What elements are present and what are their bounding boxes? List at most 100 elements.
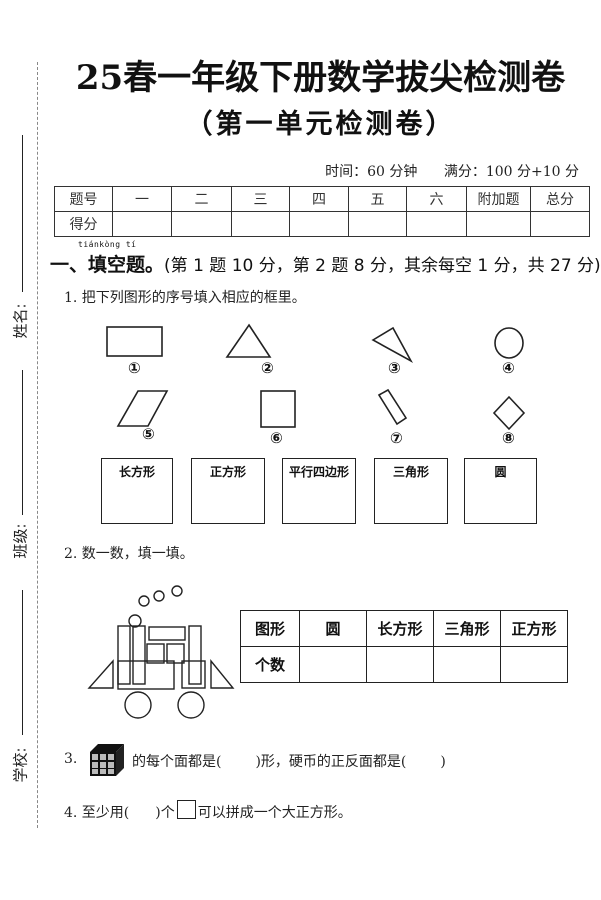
train-square <box>181 660 206 689</box>
smoke-circle <box>171 585 183 597</box>
count-header-cell: 圆 <box>299 610 367 647</box>
smoke-circle <box>153 590 165 602</box>
shape-square <box>260 390 296 428</box>
train-rect <box>148 626 186 641</box>
train-rect <box>188 625 202 685</box>
category-label: 正方形 <box>209 465 246 479</box>
q3-text: 的每个面都是( )形，硬币的正反面都是() <box>132 751 446 771</box>
score-header-cell: 一 <box>112 186 172 212</box>
q1-shapes-figure <box>106 323 526 431</box>
section-title: 填空题。 <box>88 254 165 276</box>
score-header-cell: 题号 <box>54 186 113 212</box>
wheel-circle <box>124 691 152 719</box>
train-square <box>166 643 185 664</box>
count-row-label: 个数 <box>240 646 300 683</box>
category-box-circle[interactable]: 圆 <box>464 458 537 524</box>
category-box-triangle[interactable]: 三角形 <box>374 458 448 524</box>
shape-circle <box>494 327 524 359</box>
score-header-cell: 二 <box>171 186 232 212</box>
category-box-parallelogram[interactable]: 平行四边形 <box>282 458 356 524</box>
score-table-header-row: 题号 一 二 三 四 五 六 附加题 总分 <box>54 186 590 212</box>
cut-line <box>37 62 38 828</box>
shape-tilted-rectangle <box>377 388 408 426</box>
train-rect <box>132 625 146 685</box>
q3-text-a: 的每个面都是( <box>132 754 222 770</box>
full-score: 满分：100 分+10 分 <box>443 164 579 180</box>
time-limit: 时间：60 分钟 <box>325 164 418 180</box>
class-label: 班级: <box>11 523 30 559</box>
train-rect <box>117 625 131 685</box>
count-cell[interactable] <box>433 646 501 683</box>
category-label: 三角形 <box>392 465 429 479</box>
count-cell[interactable] <box>366 646 434 683</box>
count-header-cell: 三角形 <box>433 610 501 647</box>
shape-rectangle <box>106 326 163 357</box>
category-box-square[interactable]: 正方形 <box>191 458 265 524</box>
score-header-cell: 三 <box>231 186 290 212</box>
score-header-cell: 四 <box>289 186 349 212</box>
shape-number: ⑤ <box>142 425 155 443</box>
name-label: 姓名: <box>11 303 30 339</box>
count-table-header-row: 图形 圆 长方形 三角形 正方形 <box>240 610 568 647</box>
shape-rotated-square <box>492 395 526 431</box>
score-header-cell: 总分 <box>530 186 590 212</box>
score-cell[interactable] <box>289 211 349 237</box>
score-cell[interactable] <box>406 211 467 237</box>
shape-triangle <box>225 323 272 358</box>
count-header-cell: 正方形 <box>500 610 568 647</box>
q3-text-c: ) <box>440 754 446 770</box>
score-table-score-row: 得分 <box>54 211 590 237</box>
q1-prompt: 1. 把下列图形的序号填入相应的框里。 <box>64 290 306 306</box>
section-pinyin: tiánkòng tí <box>78 240 137 249</box>
train-figure <box>87 585 235 719</box>
count-header-cell: 图形 <box>240 610 300 647</box>
school-label: 学校: <box>11 747 30 783</box>
shape-number: ⑦ <box>390 429 403 447</box>
page-subtitle: （第一单元检测卷） <box>185 109 456 140</box>
smoke-circle <box>138 595 150 607</box>
count-header-cell: 长方形 <box>366 610 434 647</box>
cube-icon <box>90 744 124 776</box>
q3-line: 3. <box>64 751 77 767</box>
count-cell[interactable] <box>299 646 367 683</box>
wheel-circle <box>177 691 205 719</box>
count-cell[interactable] <box>500 646 568 683</box>
shape-tilted-triangle <box>371 326 414 364</box>
score-cell[interactable] <box>530 211 590 237</box>
smoke-circle <box>128 614 142 628</box>
small-square-icon <box>176 800 196 819</box>
q3-text-b: )形，硬币的正反面都是( <box>255 754 407 770</box>
q2-prompt: 2. 数一数，填一填。 <box>64 546 194 562</box>
shape-number: ③ <box>388 359 401 377</box>
q4-text-b: )个 <box>155 805 175 821</box>
score-cell[interactable] <box>466 211 531 237</box>
score-cell[interactable] <box>171 211 232 237</box>
shape-number: ④ <box>502 359 515 377</box>
exam-meta: 时间：60 分钟 满分：100 分+10 分 <box>303 161 579 181</box>
score-header-cell: 六 <box>406 186 467 212</box>
q4-text-c: 可以拼成一个大正方形。 <box>197 805 352 821</box>
name-underline[interactable] <box>22 135 23 292</box>
category-box-rectangle[interactable]: 长方形 <box>101 458 173 524</box>
section-heading: 一、填空题。(第 1 题 10 分，第 2 题 8 分，其余每空 1 分，共 2… <box>50 250 601 277</box>
shape-parallelogram <box>116 390 169 427</box>
score-cell[interactable] <box>112 211 172 237</box>
count-table-value-row: 个数 <box>240 646 568 683</box>
score-cell[interactable] <box>231 211 290 237</box>
q4-line: 4. 至少用( )个 可以拼成一个大正方形。 <box>64 800 352 822</box>
q4-text-a: 4. 至少用( <box>64 805 130 821</box>
count-table: 图形 圆 长方形 三角形 正方形 个数 <box>240 610 568 683</box>
section-number: 一、 <box>50 254 89 276</box>
category-label: 平行四边形 <box>288 465 349 479</box>
score-header-cell: 附加题 <box>466 186 531 212</box>
category-label: 圆 <box>494 465 507 479</box>
score-row-label: 得分 <box>54 211 113 237</box>
category-label: 长方形 <box>118 465 155 479</box>
score-cell[interactable] <box>348 211 407 237</box>
q3-number: 3. <box>64 751 78 767</box>
shape-number: ⑥ <box>270 429 283 447</box>
train-triangle <box>210 659 235 689</box>
train-square <box>146 643 165 664</box>
school-underline-top[interactable] <box>22 590 23 735</box>
shape-number: ⑧ <box>502 429 515 447</box>
